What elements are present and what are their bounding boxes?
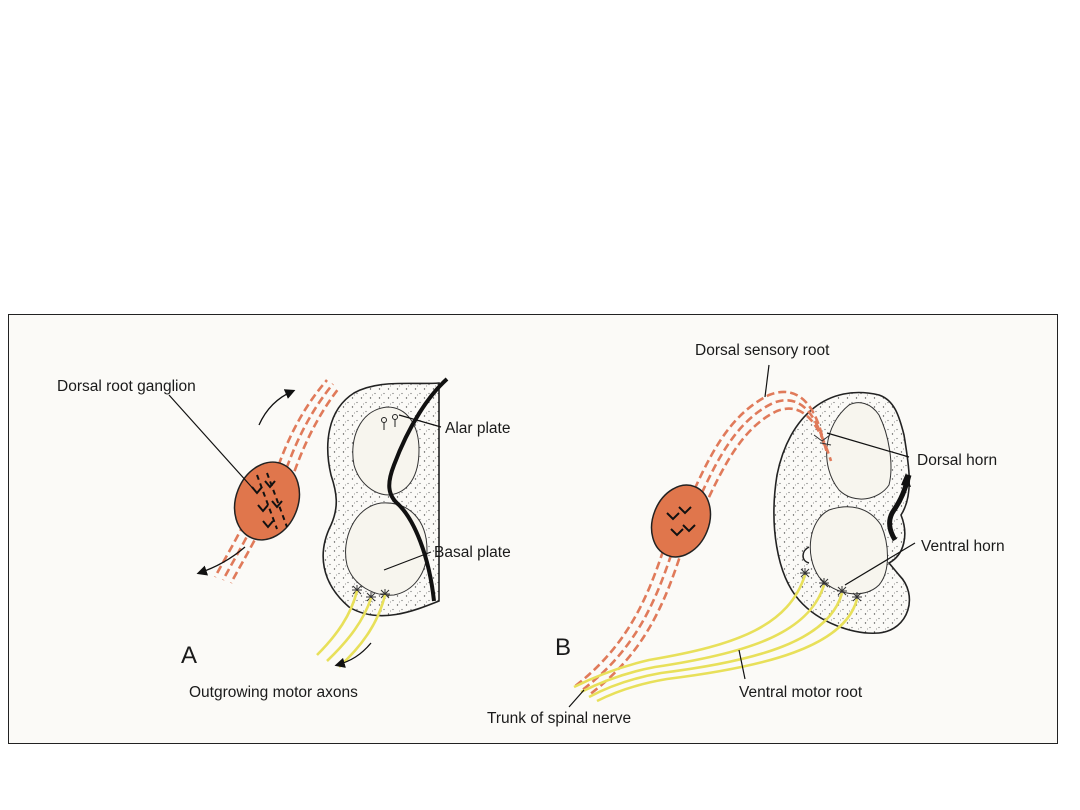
motor-axons-b xyxy=(573,574,859,703)
alar-neuroblasts xyxy=(381,414,398,430)
ventral-horn-region xyxy=(809,506,888,595)
label-ventral-horn: Ventral horn xyxy=(921,538,1005,555)
label-alar-plate: Alar plate xyxy=(445,420,510,437)
leader-alar xyxy=(398,414,442,428)
spinal-cord-diagram: Dorsal root ganglion Alar plate Basal pl… xyxy=(57,342,1005,727)
ventral-neurons-b xyxy=(800,568,862,602)
dorsal-horn-synapses xyxy=(813,434,832,446)
leader-ventral-motor-root xyxy=(738,649,746,680)
label-dorsal-root-ganglion: Dorsal root ganglion xyxy=(57,378,196,395)
panel-b: Dorsal sensory root Dorsal horn Ventral … xyxy=(487,342,1005,727)
leader-ventral-horn xyxy=(844,542,916,586)
sensory-fibers-b xyxy=(573,390,833,697)
label-dorsal-horn: Dorsal horn xyxy=(917,452,997,469)
ganglion-neurons-b xyxy=(666,506,696,537)
label-trunk-of-spinal-nerve: Trunk of spinal nerve xyxy=(487,710,631,727)
leader-dorsal-horn xyxy=(826,432,910,458)
leader-basal xyxy=(383,551,432,571)
central-canal-b xyxy=(887,474,912,542)
leader-drg-a xyxy=(168,394,258,494)
canal-arrow-b xyxy=(901,473,911,487)
motor-axons-a xyxy=(316,590,387,668)
figure-frame: Dorsal root ganglion Alar plate Basal pl… xyxy=(8,314,1058,744)
label-basal-plate: Basal plate xyxy=(434,544,511,561)
alar-plate-region xyxy=(352,406,420,496)
leader-dorsal-sensory-root xyxy=(764,364,770,398)
arrow-down-a xyxy=(196,546,246,576)
basal-neuroblasts xyxy=(352,585,390,602)
ganglion-neurons-a xyxy=(251,472,288,530)
dorsal-horn-region xyxy=(826,402,892,500)
basal-plate-region xyxy=(345,502,428,596)
arrow-up-a xyxy=(258,389,296,426)
label-ventral-motor-root: Ventral motor root xyxy=(739,684,863,701)
dorsal-root-ganglion-b xyxy=(650,484,712,558)
panel-letter-a: A xyxy=(181,642,197,669)
label-dorsal-sensory-root: Dorsal sensory root xyxy=(695,342,830,359)
panel-letter-b: B xyxy=(555,634,571,661)
label-outgrowing-motor-axons: Outgrowing motor axons xyxy=(189,684,358,701)
leader-trunk xyxy=(568,689,585,708)
central-canal-a xyxy=(387,377,449,602)
ventral-notch xyxy=(802,546,810,564)
arrow-motor-a xyxy=(334,642,372,668)
panel-a: Dorsal root ganglion Alar plate Basal pl… xyxy=(57,377,511,701)
